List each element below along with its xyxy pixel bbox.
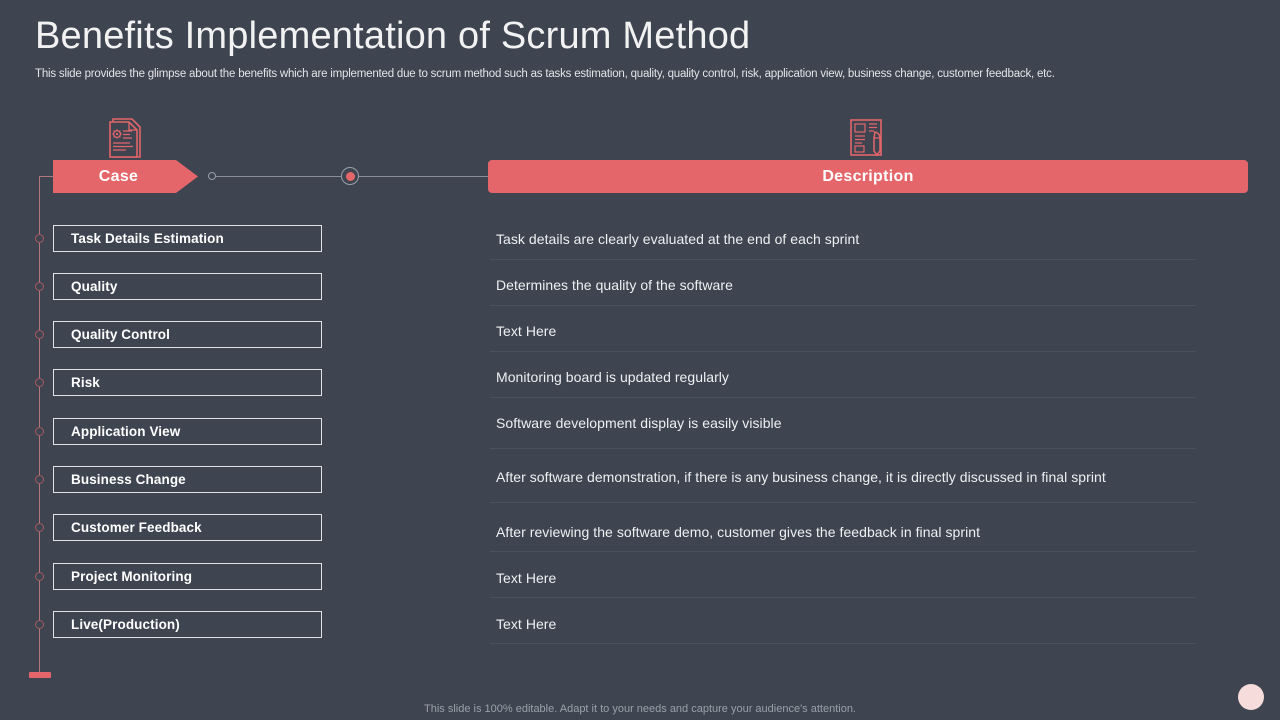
document-pen-icon [846,116,888,165]
description-item[interactable]: Task details are clearly evaluated at th… [496,231,1196,249]
case-item[interactable]: Quality [53,273,322,300]
description-item-text: Text Here [496,570,557,586]
description-item-text: Text Here [496,323,557,339]
description-item[interactable]: Text Here [496,570,1196,588]
case-column-header[interactable]: Case [53,160,198,193]
description-separator [490,397,1196,398]
case-item-label: Quality Control [71,327,170,342]
case-item[interactable]: Quality Control [53,321,322,348]
page-title: Benefits Implementation of Scrum Method [35,15,751,57]
case-item-label: Live [71,617,99,632]
case-item-label: Application View [71,424,181,439]
timeline-dot [35,523,44,532]
description-item[interactable]: Software development display is easily v… [496,415,1196,433]
case-item[interactable]: Risk [53,369,322,396]
description-item[interactable]: Monitoring board is updated regularly [496,369,1196,387]
description-item[interactable]: After software demonstration, if there i… [496,469,1196,487]
description-item-text: After software demonstration, if there i… [496,469,1106,485]
description-separator [490,448,1196,449]
timeline-dot [35,475,44,484]
case-item-label: Risk [71,375,100,390]
description-separator [490,351,1196,352]
description-separator [490,551,1196,552]
description-item-text: Software development display is easily v… [496,415,782,431]
timeline-dot [35,234,44,243]
description-separator [490,643,1196,644]
case-item[interactable]: Customer Feedback [53,514,322,541]
description-separator [490,259,1196,260]
corner-decoration-circle [1238,684,1264,710]
timeline-dot [35,572,44,581]
timeline-dot [35,330,44,339]
description-item-text: Text Here [496,616,557,632]
timeline-dot [35,427,44,436]
case-column-label: Case [98,167,139,185]
case-item[interactable]: Live (Production) [53,611,322,638]
case-item-label: Task Details Estimation [71,231,224,246]
description-item[interactable]: Determines the quality of the software [496,277,1196,295]
description-item-text: Task details are clearly evaluated at th… [496,231,860,247]
description-item[interactable]: Text Here [496,323,1196,341]
description-separator [490,502,1196,503]
timeline-dot [35,282,44,291]
document-settings-icon [104,116,146,165]
description-separator [490,597,1196,598]
timeline-dot [35,378,44,387]
description-column-header[interactable]: Description [488,160,1248,193]
description-item-text: After reviewing the software demo, custo… [496,524,981,540]
timeline-vertical-line [39,177,40,675]
case-item-label: Business Change [71,472,186,487]
case-item-label: Customer Feedback [71,520,202,535]
page-subtitle: This slide provides the glimpse about th… [35,68,1055,80]
description-item-text: Determines the quality of the software [496,277,733,293]
description-item[interactable]: Text Here [496,616,1196,634]
description-separator [490,305,1196,306]
connector-mid-dot [341,167,359,185]
case-item[interactable]: Project Monitoring [53,563,322,590]
case-item-label: Project Monitoring [71,569,193,584]
case-item-label-suffix: (Production) [98,617,180,632]
description-item[interactable]: After reviewing the software demo, custo… [496,524,1196,542]
timeline-elbow [39,176,54,177]
connector-start-dot [208,172,216,180]
timeline-dot [35,620,44,629]
case-item-label: Quality [71,279,118,294]
description-item-text: Monitoring board is updated regularly [496,369,729,385]
footer-note: This slide is 100% editable. Adapt it to… [424,703,856,715]
case-item[interactable]: Business Change [53,466,322,493]
case-item[interactable]: Task Details Estimation [53,225,322,252]
description-column-label: Description [822,167,914,185]
case-item[interactable]: Application View [53,418,322,445]
timeline-foot-marker [29,672,51,678]
